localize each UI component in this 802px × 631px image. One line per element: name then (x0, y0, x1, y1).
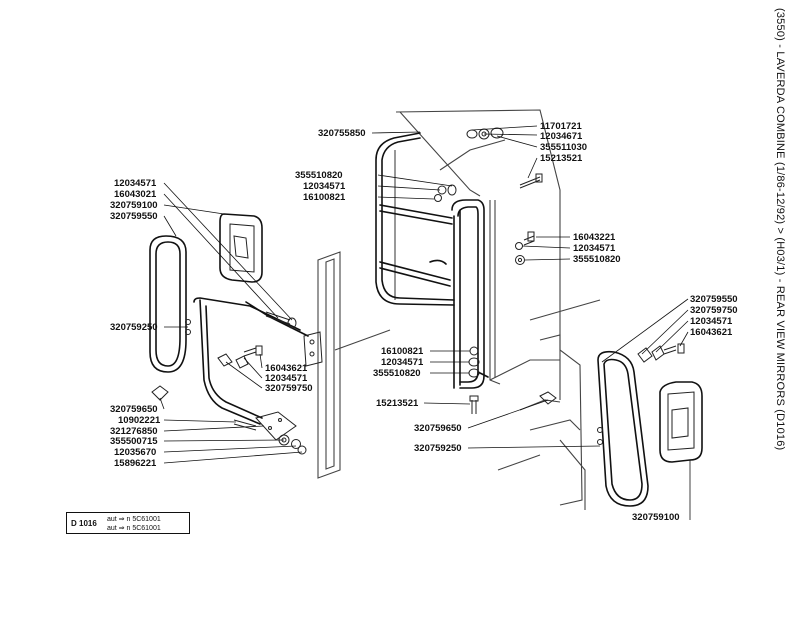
callout: 12034571 (265, 373, 308, 384)
callout: 320755850 (318, 128, 366, 139)
reference-line-2: aut ⇒ n 5C61001 (107, 525, 161, 532)
right-mirror-assembly (539, 343, 703, 507)
callout: 320759750 (690, 305, 738, 316)
callout: 12034571 (690, 316, 733, 327)
left-mirror-assembly (149, 213, 323, 455)
callout: 12034671 (540, 131, 583, 142)
callout: 355510820 (573, 254, 621, 265)
callout: 16043221 (573, 232, 616, 243)
callout: 320759750 (265, 383, 313, 394)
callout: 10902221 (118, 415, 161, 426)
callout: 15213521 (540, 153, 583, 164)
reference-line-1: aut ⇒ n 5C61001 (107, 516, 161, 523)
callout: 12034571 (381, 357, 424, 368)
callout: 16100821 (381, 346, 424, 357)
callout: 15213521 (376, 398, 419, 409)
callout: 16043621 (265, 363, 308, 374)
reference-box: D 1016 aut ⇒ n 5C61001 aut ⇒ n 5C61001 (66, 512, 190, 534)
callout: 12034571 (573, 243, 616, 254)
callout: 320759100 (110, 200, 158, 211)
callout: 12035670 (114, 447, 156, 458)
page-title: (3550) - LAVERDA COMBINE (1/86-12/92) > … (774, 8, 786, 451)
callout: 16043021 (114, 189, 157, 200)
callout: 355510820 (373, 368, 421, 379)
callout: 320759650 (110, 404, 158, 415)
callout: 16043621 (690, 327, 733, 338)
callout: 320759550 (110, 211, 158, 222)
callout: 11701721 (540, 121, 582, 132)
cab-outline (317, 109, 601, 510)
callout: 355511030 (540, 142, 587, 153)
callout: 16100821 (303, 192, 346, 203)
callout-labels: 320755850 11701721 12034671 355511030 15… (110, 121, 738, 523)
callout: 320759550 (690, 294, 738, 305)
callout: 320759100 (632, 512, 680, 523)
callout: 320759250 (414, 443, 462, 454)
upper-mirror-arm (375, 132, 489, 389)
upper-hardware (434, 127, 543, 414)
callout: 15896221 (114, 458, 157, 469)
callout: 355500715 (110, 436, 158, 447)
callout: 355510820 (295, 170, 343, 181)
callout: 321276850 (110, 426, 158, 437)
callout: 320759650 (414, 423, 462, 434)
callout: 12034571 (114, 178, 157, 189)
callout: 12034571 (303, 181, 346, 192)
leader-lines (159, 125, 691, 520)
callout: 320759250 (110, 322, 158, 333)
reference-code: D 1016 (71, 519, 97, 528)
